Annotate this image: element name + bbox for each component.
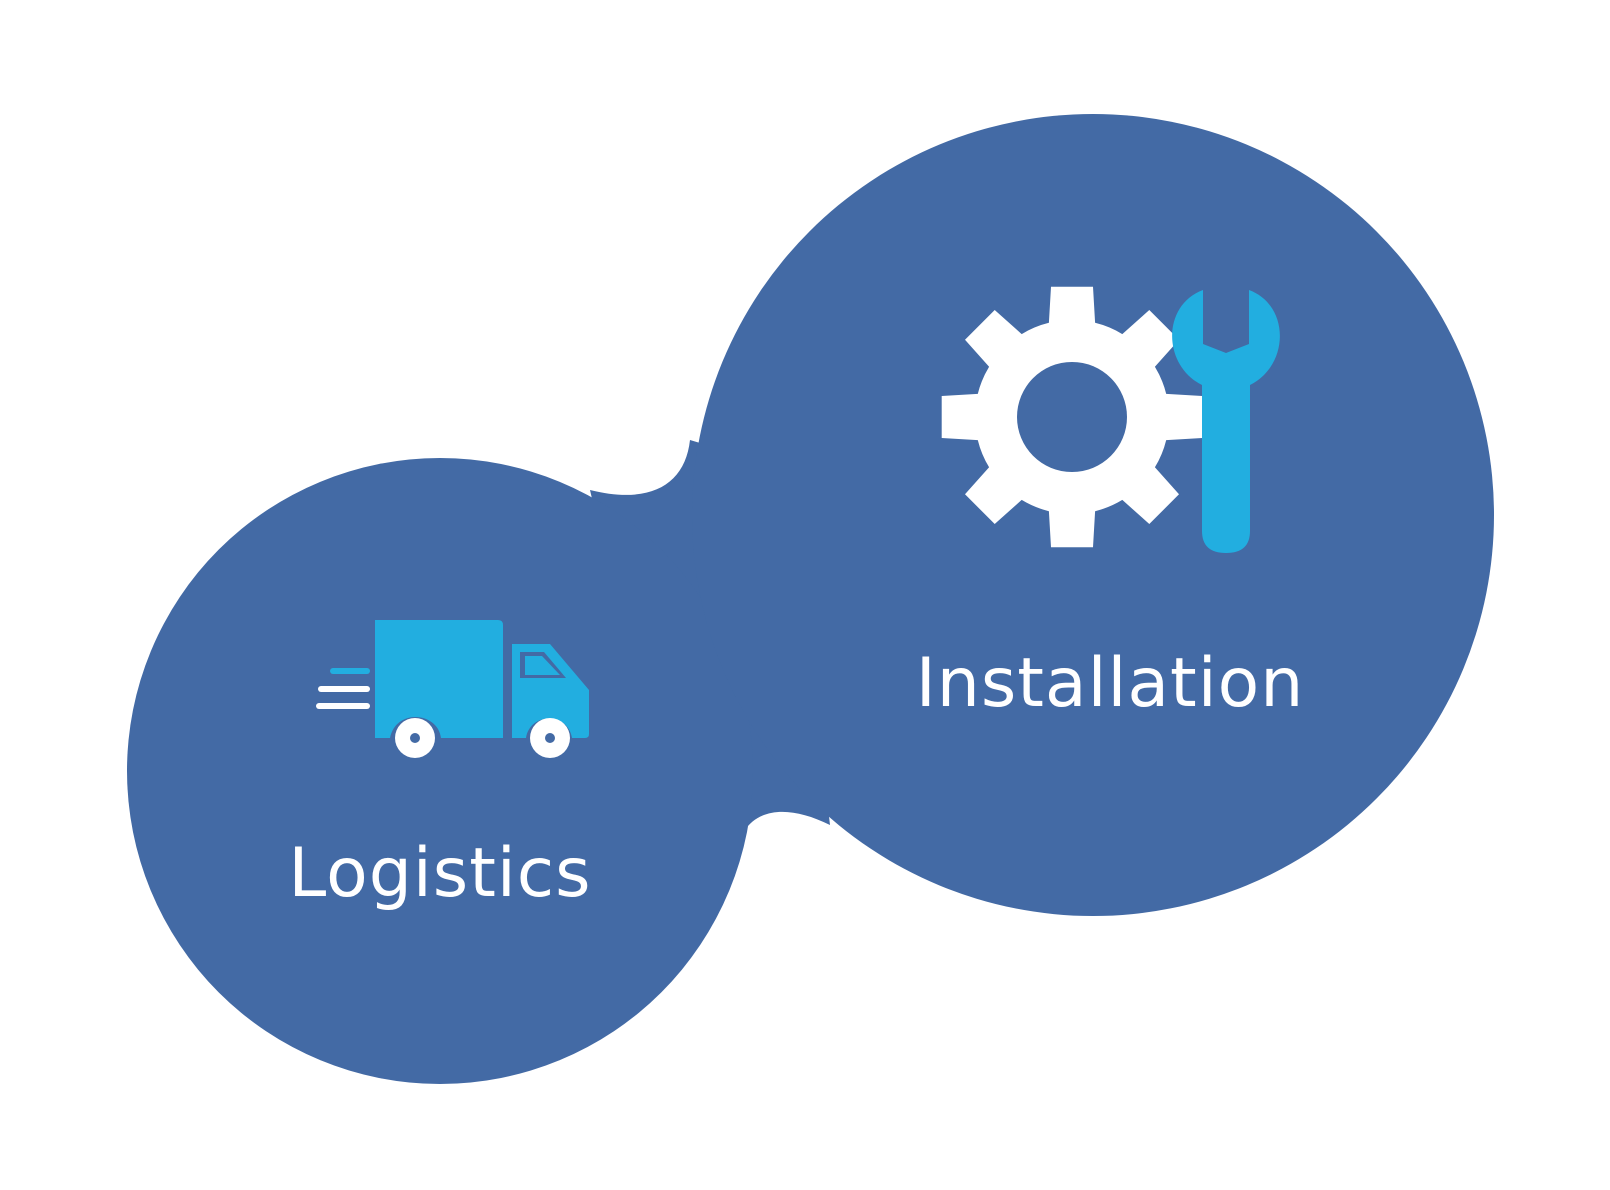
- gear-hole: [1017, 362, 1127, 472]
- logistics-label: Logistics: [288, 834, 591, 913]
- blob-circle-logistics: [127, 458, 753, 1084]
- wrench-icon: [1172, 290, 1280, 553]
- node-installation: Installation: [916, 286, 1305, 723]
- truck-cargo: [375, 620, 503, 738]
- speed-line: [316, 703, 370, 709]
- connected-blob: [127, 114, 1494, 1084]
- speed-line: [318, 686, 370, 692]
- truck-hub: [410, 733, 420, 743]
- truck-hub: [545, 733, 555, 743]
- delivery-truck-icon: [316, 620, 589, 758]
- truck-window-inner: [525, 656, 560, 675]
- speed-line: [330, 668, 370, 674]
- node-logistics: Logistics: [288, 620, 591, 913]
- installation-label: Installation: [916, 644, 1305, 723]
- gear-wrench-icon: [941, 286, 1280, 553]
